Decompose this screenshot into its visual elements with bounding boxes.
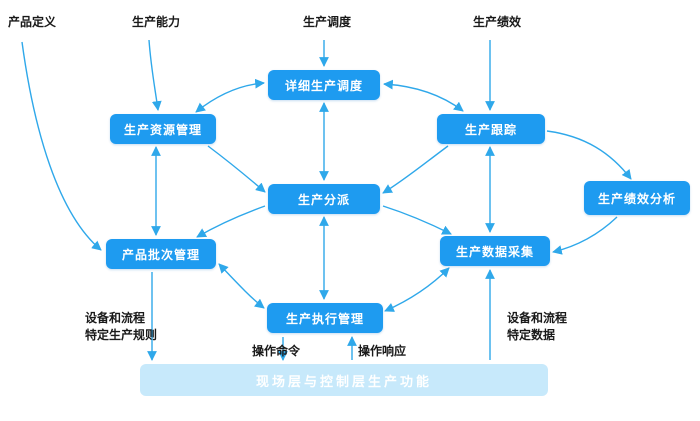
node-production-resource-management: 生产资源管理 <box>110 114 216 144</box>
label-equipment-process-data: 设备和流程 特定数据 <box>507 310 567 344</box>
node-production-data-collection: 生产数据采集 <box>440 236 550 266</box>
label-equipment-process-data-line1: 设备和流程 <box>507 311 568 325</box>
edge-dispatch-to-datacollection <box>382 205 452 235</box>
edge-tracking-to-analysis <box>546 130 632 180</box>
edge-capacity-to-resource <box>148 39 162 111</box>
label-operation-command: 操作命令 <box>252 344 301 358</box>
label-equipment-process-data-line2: 特定数据 <box>507 328 556 342</box>
edge-analysis-to-datacollection <box>552 216 618 255</box>
node-detailed-production-scheduling: 详细生产调度 <box>268 70 380 100</box>
node-production-performance-analysis: 生产绩效分析 <box>584 181 690 215</box>
label-equipment-process-rules-line1: 设备和流程 <box>85 311 146 325</box>
node-production-dispatching: 生产分派 <box>268 184 380 214</box>
label-operation-response: 操作响应 <box>358 344 407 358</box>
label-equipment-process-rules-line2: 特定生产规则 <box>85 328 158 342</box>
edge-execution-to-datacollection <box>384 267 450 312</box>
label-production-capacity: 生产能力 <box>132 15 181 29</box>
field-control-layer-bar: 现场层与控制层生产功能 <box>140 364 548 396</box>
node-production-tracking: 生产跟踪 <box>437 114 545 144</box>
edge-dispatch-to-batch <box>196 205 266 238</box>
edge-resource-to-dispatch <box>207 145 266 193</box>
edge-product-definition-to-batch <box>21 41 102 251</box>
node-product-batch-management: 产品批次管理 <box>106 239 216 269</box>
label-production-performance: 生产绩效 <box>473 15 522 29</box>
edge-batch-to-execution <box>218 263 265 309</box>
edge-tracking-to-dispatch <box>382 145 449 194</box>
label-equipment-process-rules: 设备和流程 特定生产规则 <box>85 310 157 344</box>
label-product-definition: 产品定义 <box>8 15 57 29</box>
label-production-scheduling: 生产调度 <box>303 15 352 29</box>
edge-resource-to-detailed <box>195 78 265 113</box>
edge-detailed-to-tracking <box>383 79 464 112</box>
node-production-execution-management: 生产执行管理 <box>267 303 383 333</box>
